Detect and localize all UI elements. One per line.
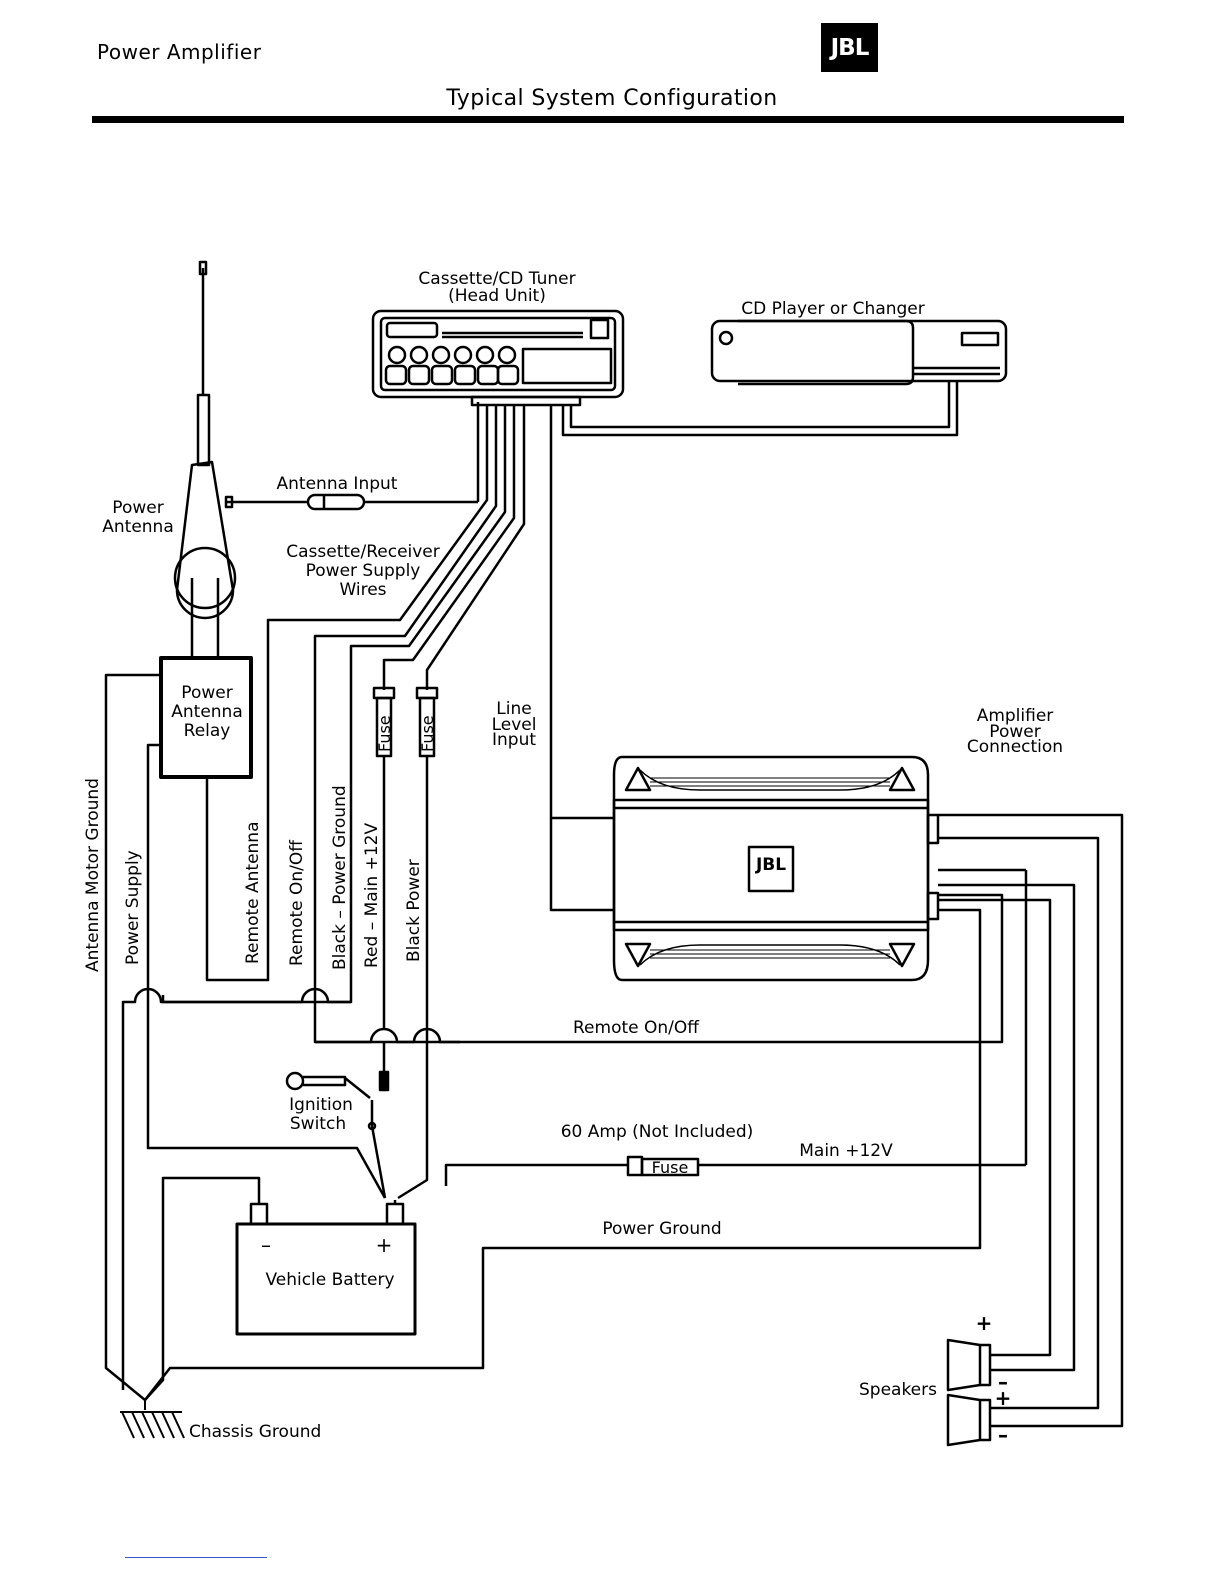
line-level-label: Input (492, 730, 536, 750)
power-antenna-icon (173, 260, 237, 658)
header-product-name: Power Amplifier (97, 40, 262, 64)
wire-crossing (121, 987, 351, 1390)
power-supply-wire (146, 743, 387, 1199)
receiver-power-label: Wires (339, 580, 386, 600)
speakers-label: Speakers (859, 1380, 937, 1400)
ignition-contact (378, 1070, 390, 1092)
receiver-power-label: Power Supply (306, 561, 421, 581)
head-unit-label: (Head Unit) (448, 286, 546, 306)
remote-antenna-label: Remote Antenna (243, 822, 263, 965)
main-12v-label: Main +12V (799, 1141, 893, 1161)
amp-power-label: Power (989, 722, 1040, 742)
amplifier-logo: JBL (755, 855, 786, 875)
battery-label: Vehicle Battery (265, 1270, 394, 1290)
title-rule (92, 116, 1124, 123)
battery-plus-label: + (376, 1233, 393, 1257)
speaker-plus-label: + (976, 1311, 993, 1335)
head-unit-icon (371, 309, 625, 407)
battery-positive-link (444, 1163, 628, 1186)
battery-minus-label: – (261, 1233, 271, 1257)
relay-label: Power (181, 683, 232, 703)
sixty-amp-label: 60 Amp (Not Included) (561, 1122, 754, 1142)
sixty-amp-fuse-label: Fuse (652, 1158, 689, 1177)
speaker-minus-label: – (998, 1370, 1008, 1394)
fuse-red-main (372, 686, 396, 1030)
red-main-label: Red – Main +12V (362, 823, 382, 968)
speaker-plus-label: + (995, 1386, 1012, 1410)
ignition-label: Switch (290, 1114, 346, 1134)
chassis-ground-icon (120, 1400, 185, 1439)
amp-power-label: Connection (967, 737, 1063, 757)
power-ground-wire (144, 908, 982, 1401)
cd-player-icon (710, 319, 1008, 386)
jbl-logo: JBL (821, 23, 878, 72)
speaker-wires (938, 813, 1124, 1428)
cd-player-label: CD Player or Changer (741, 299, 925, 319)
battery-positive-wire (397, 1030, 429, 1200)
remote-on-off-label: Remote On/Off (573, 1018, 700, 1038)
page-title: Typical System Configuration (446, 86, 778, 111)
relay-label: Relay (184, 721, 231, 741)
antenna-motor-ground-label: Antenna Motor Ground (83, 778, 103, 972)
fuse-label: Fuse (418, 715, 437, 752)
power-supply-label: Power Supply (123, 850, 143, 965)
relay-label: Antenna (171, 702, 243, 722)
cd-changer-cable (561, 380, 959, 437)
ignition-key-icon (285, 1071, 387, 1199)
fuse-label: Fuse (375, 715, 394, 752)
receiver-power-label: Cassette/Receiver (286, 542, 440, 562)
speaker-icon (946, 1393, 992, 1447)
ignition-label: Ignition (289, 1095, 353, 1115)
antenna-input-cable (232, 402, 480, 511)
footer-link-underline (125, 1557, 267, 1558)
line-level-label: Line (496, 699, 531, 719)
black-power-ground-label: Black – Power Ground (330, 785, 350, 970)
fuse-black-power (415, 686, 439, 1030)
remote-on-off-vertical-label: Remote On/Off (287, 839, 307, 966)
vehicle-battery-icon (144, 1176, 417, 1401)
power-antenna-label: Antenna (102, 517, 174, 537)
sixty-amp-fuse (626, 868, 1028, 1177)
head-unit-label: Cassette/CD Tuner (418, 269, 575, 289)
antenna-input-label: Antenna Input (277, 474, 398, 494)
antenna-motor-ground-wire (104, 673, 161, 1401)
power-ground-label: Power Ground (602, 1219, 721, 1239)
power-antenna-label: Power (112, 498, 163, 518)
amplifier-icon (612, 755, 940, 982)
chassis-ground-label: Chassis Ground (189, 1422, 321, 1442)
black-power-label: Black Power (404, 859, 424, 962)
speaker-icon (946, 1338, 992, 1392)
line-level-label: Level (492, 715, 537, 735)
power-antenna-relay-box (159, 656, 253, 779)
amp-power-label: Amplifier (977, 706, 1054, 726)
line-level-input-wire (549, 405, 615, 912)
wire-crossing (315, 1027, 460, 1044)
receiver-power-wires (161, 405, 1004, 1044)
speaker-minus-label: – (998, 1423, 1008, 1447)
